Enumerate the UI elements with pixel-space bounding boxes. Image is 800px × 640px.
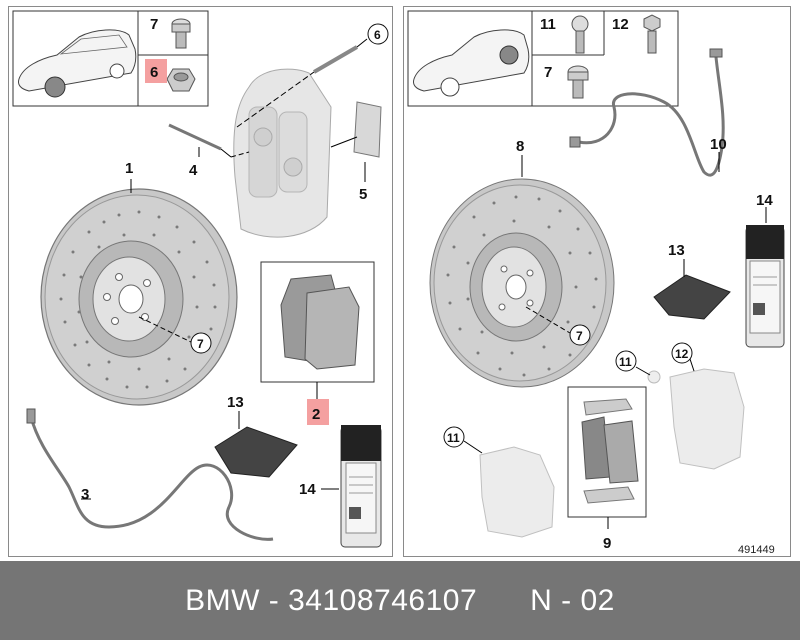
bolt-icon [643,14,661,54]
footer-bar: BMW - 34108746107 N - 02 [0,561,800,640]
callout-11-b: 11 [447,431,460,445]
brake-pads: 2 [260,261,375,425]
callout-12-box: 12 [612,16,629,33]
callout-9: 9 [603,535,611,552]
brake-disc: 8 7 [429,138,615,388]
wear-sensor-wire: 3 [26,408,274,541]
callout-3: 3 [81,486,89,503]
footer-position: N - 02 [530,583,615,617]
footer-separator: - [268,583,280,617]
callout-4: 4 [189,162,198,179]
callout-10: 10 [710,136,727,153]
callout-14: 14 [756,192,773,209]
callout-13: 13 [668,242,685,259]
brake-caliper [233,68,332,238]
caliper-bracket: 12 11 [615,342,745,470]
callout-7-disc: 7 [197,337,204,351]
bolt-icon [571,15,589,54]
car-inset-right: 11 12 7 [407,10,679,107]
paste-sachet: 13 [653,242,731,320]
left-diagram: 7 6 6 5 [12,10,389,548]
guide-pin: 6 [236,23,389,128]
callout-8: 8 [516,138,524,155]
callout-1: 1 [125,160,133,177]
callout-11-a: 11 [619,355,632,369]
callout-2: 2 [312,406,320,423]
spray-can: 14 [299,425,382,548]
callout-6: 6 [374,28,381,42]
callout-6-box: 6 [150,64,158,81]
bolt-icon [171,18,191,49]
callout-12: 12 [675,347,689,361]
footer-brand: BMW [185,583,260,617]
spring-clip: 5 [330,101,382,203]
brake-disc: 1 7 [40,160,238,406]
left-panel: 7 6 6 5 [8,6,393,557]
callout-7-box: 7 [150,16,158,33]
right-diagram: 11 12 7 10 [407,10,785,556]
callout-5: 5 [359,186,367,203]
wear-sensor-wire: 10 [569,48,727,177]
callout-13: 13 [227,394,244,411]
highlight-6 [145,59,167,83]
spray-can: 14 [745,192,785,348]
callout-14: 14 [299,481,316,498]
car-inset-left: 7 6 [12,10,209,107]
nut-icon [166,68,196,92]
right-panel: 11 12 7 10 [403,6,791,557]
paste-sachet: 13 [214,394,298,478]
footer-part-number: 34108746107 [288,583,478,617]
diagram-id: 491449 [738,544,775,556]
bolt-icon [567,65,589,99]
brake-pin: 4 [168,123,250,179]
callout-11-box: 11 [540,16,556,33]
caliper-bracket: 11 [443,426,555,538]
brake-pads: 9 [567,386,647,552]
highlight-2 [307,399,329,425]
callout-7-box: 7 [544,64,552,81]
callout-7-disc: 7 [576,329,583,343]
